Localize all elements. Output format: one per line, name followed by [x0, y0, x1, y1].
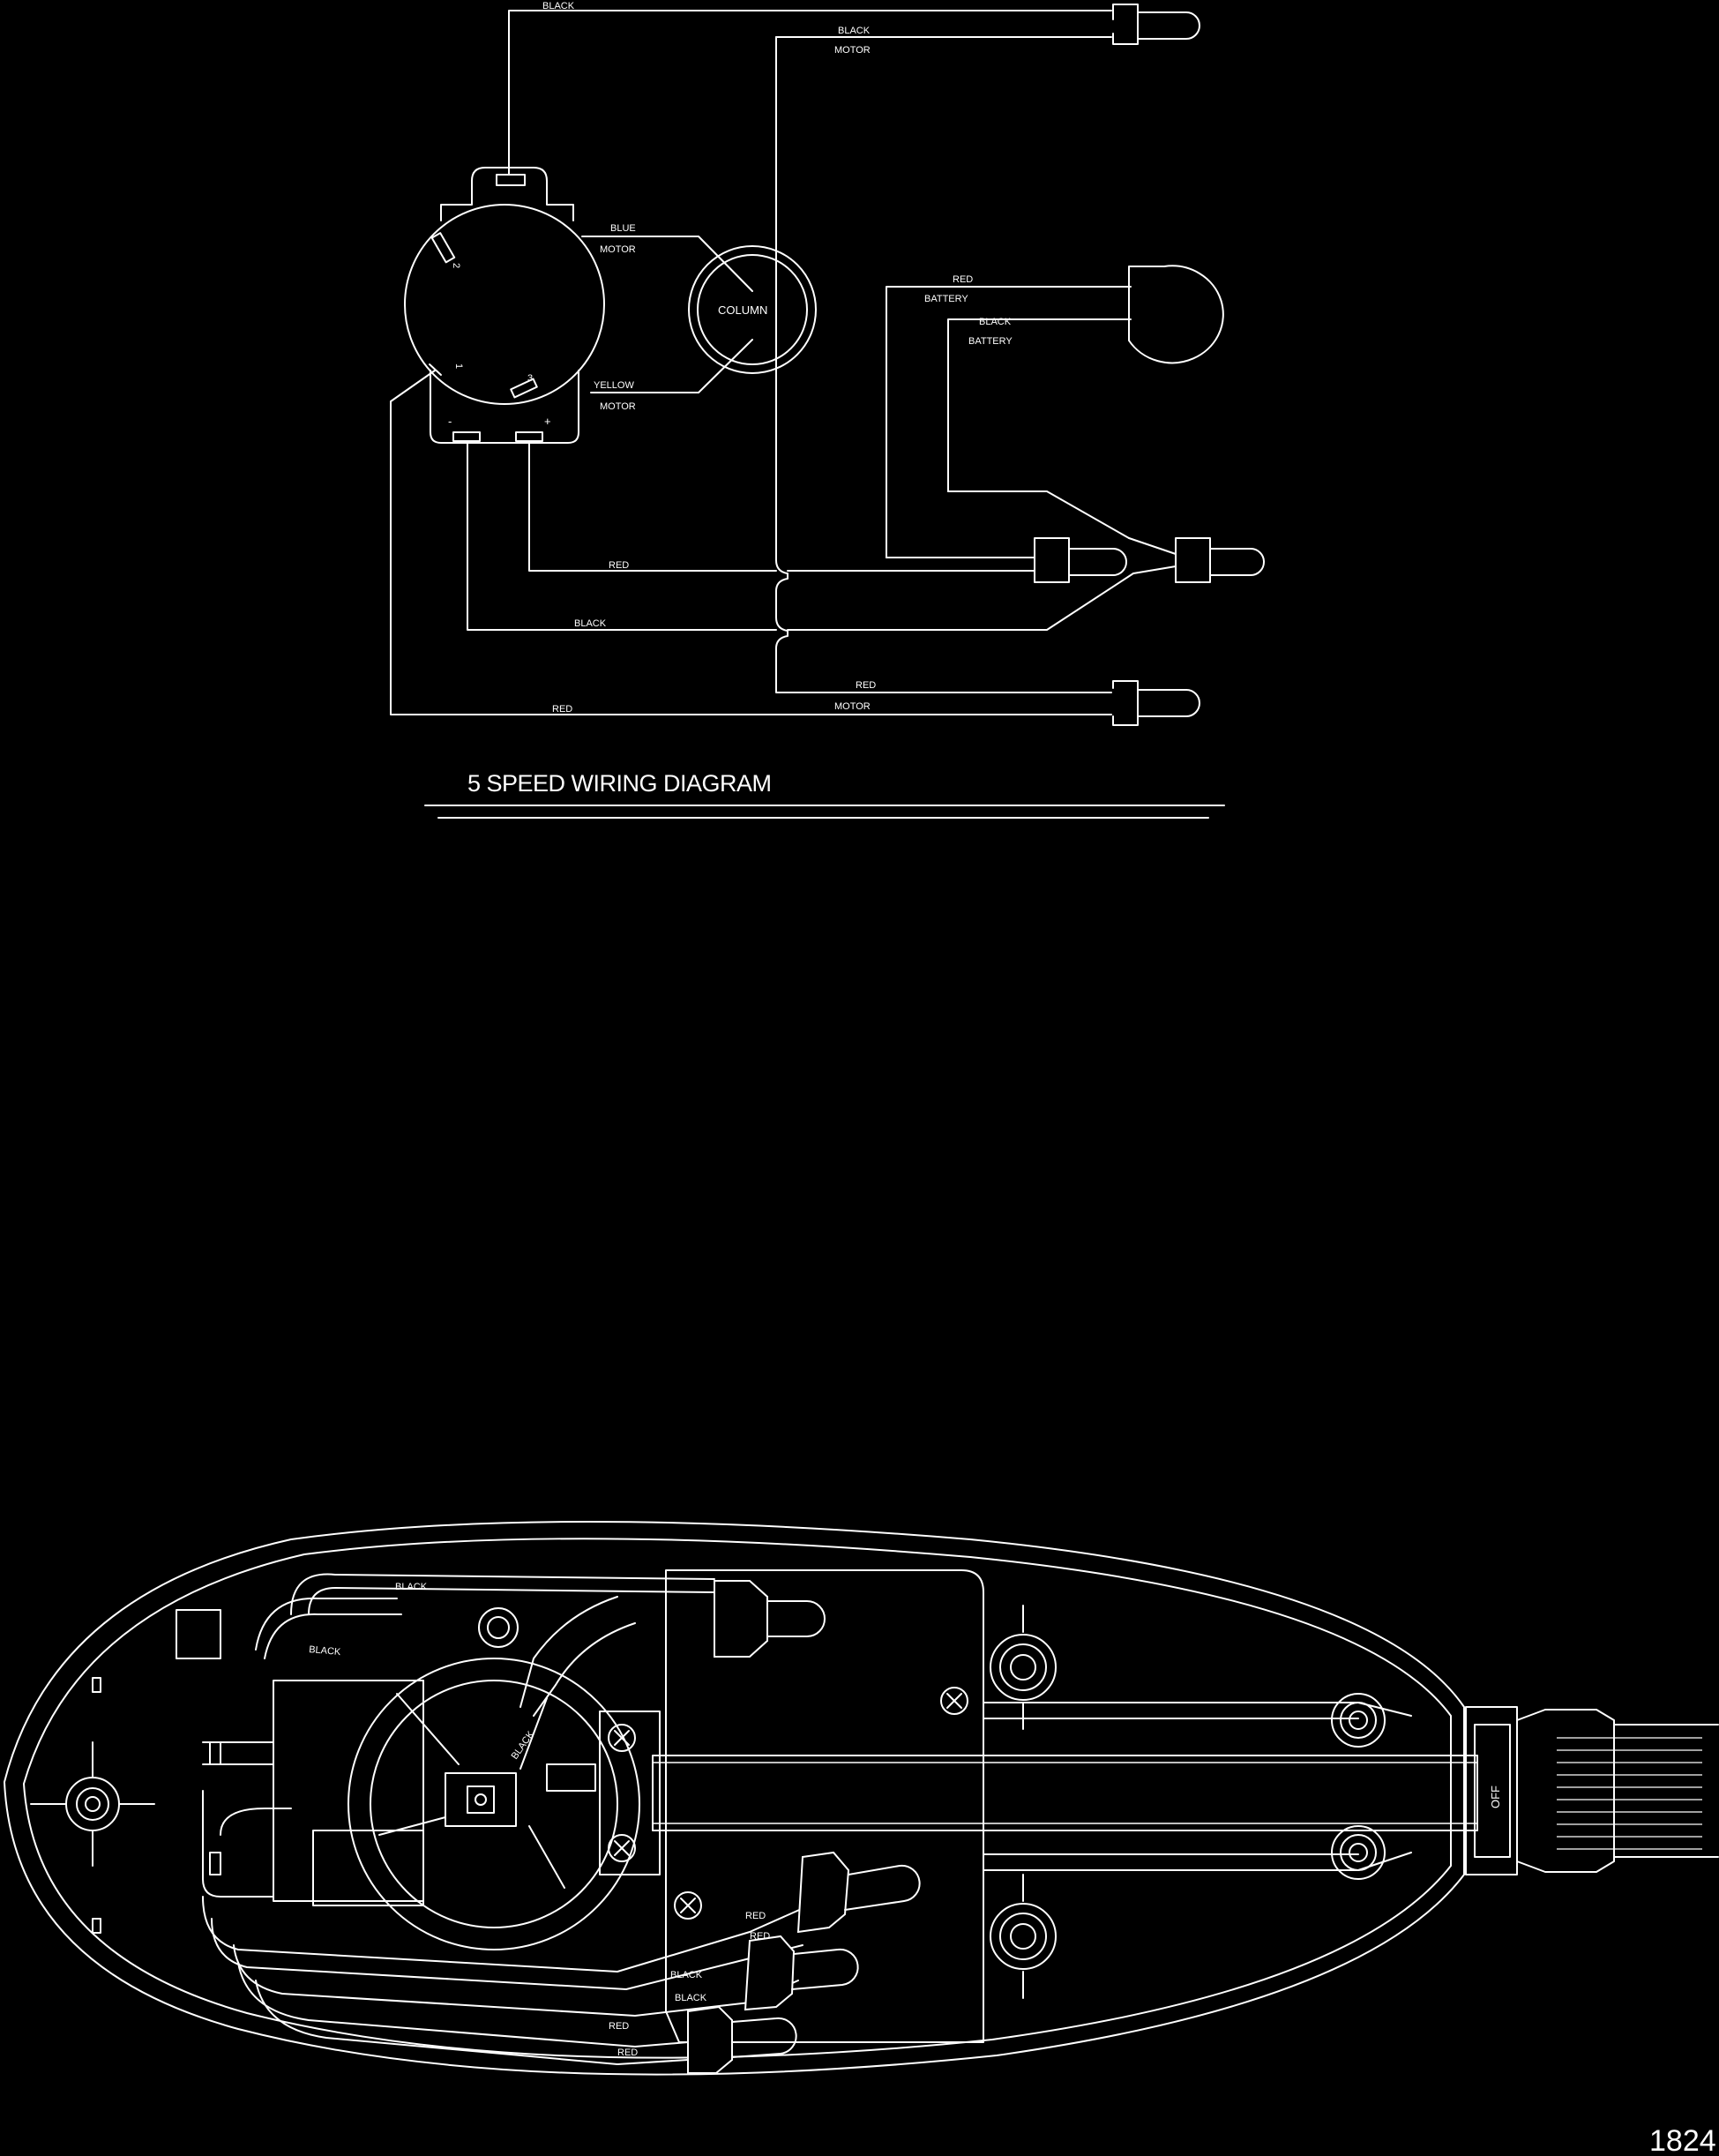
boss-top-end — [1331, 1693, 1386, 1748]
wire-red-bottom — [390, 370, 1112, 715]
label-yellow-motor-1: YELLOW — [594, 380, 634, 391]
diagram-title: 5 SPEED WIRING DIAGRAM — [467, 770, 772, 797]
wire-black-to-plug — [947, 490, 1130, 539]
wire-black-mid-left — [467, 442, 777, 631]
asm-label-red-3: RED — [609, 2021, 629, 2032]
wire-red-battery — [886, 286, 1132, 558]
bundle-mid — [220, 1808, 292, 1836]
asm-label-red-4: RED — [617, 2047, 638, 2058]
figure-number: 1824 — [1649, 2124, 1716, 2156]
switch-minus-label: - — [448, 415, 452, 428]
switch-terminal-minus — [452, 431, 481, 442]
relay-block — [273, 1680, 424, 1902]
bundle-top-black — [290, 1573, 715, 1615]
wire-black-motor — [775, 36, 1112, 693]
plug-housing-red-1 — [796, 1851, 921, 1934]
wire-black-battery — [947, 318, 1132, 492]
switch-terminal-plus — [515, 431, 543, 442]
label-red-mid: RED — [609, 560, 629, 571]
shaft-clamp — [599, 1711, 661, 1875]
label-top-black: BLACK — [542, 1, 575, 11]
label-black-battery-2: BATTERY — [968, 336, 1013, 347]
asm-label-red-2: RED — [750, 1931, 770, 1942]
plug-housing-black-1 — [744, 1935, 859, 2011]
asm-label-black-4: BLACK — [670, 1970, 703, 1980]
column-label: COLUMN — [718, 303, 767, 317]
boss-bottom-right — [990, 1874, 1057, 1999]
plug-red-motor-bottom — [1112, 680, 1200, 726]
switch-terminal-3-label: 3 — [527, 373, 533, 384]
label-black-battery-1: BLACK — [979, 317, 1012, 327]
wire-black-mid-right — [787, 573, 1134, 631]
rail-upper — [983, 1702, 1412, 1717]
asm-label-black-3: BLACK — [510, 1729, 537, 1762]
column-component: COLUMN — [688, 245, 817, 374]
label-black-motor-2: MOTOR — [834, 45, 871, 56]
switch-plus-label: + — [544, 415, 551, 428]
asm-label-black-2: BLACK — [309, 1644, 342, 1658]
tiller-collar: OFF — [1465, 1706, 1719, 1875]
label-blue-motor-2: MOTOR — [600, 244, 636, 255]
boss-bottom-end — [1331, 1825, 1386, 1880]
asm-label-black-5: BLACK — [675, 1993, 707, 2003]
housing-inner — [23, 1538, 1452, 2059]
label-black-mid: BLACK — [574, 618, 607, 629]
wire-top-black — [508, 10, 1112, 176]
plug-housing-black-2 — [687, 2005, 797, 2074]
wire-yellow-motor — [590, 339, 753, 393]
boss-top-right — [990, 1605, 1057, 1730]
plug-battery-right — [1128, 537, 1265, 583]
switch-terminal-2-label: 2 — [451, 263, 461, 268]
label-red-motor-2: MOTOR — [834, 701, 871, 712]
switch-terminal-1-label: 1 — [453, 363, 464, 369]
label-yellow-motor-2: MOTOR — [600, 401, 636, 412]
housing-outer — [4, 1521, 1465, 2076]
wire-blue-motor — [581, 236, 753, 292]
motor-head-assembly: OFF — [4, 1521, 1719, 2076]
asm-label-black-1: BLACK — [395, 1582, 428, 1592]
battery-symbol — [1128, 265, 1224, 364]
speed-switch: 2 1 3 - + — [404, 167, 605, 444]
boss-nose — [30, 1741, 155, 1867]
main-shaft — [652, 1755, 1478, 1831]
switch-assembly — [348, 1607, 640, 1950]
label-red-motor-1: RED — [856, 680, 876, 691]
control-board — [665, 1569, 984, 2043]
schematic: 2 1 3 - + COLUMN — [390, 1, 1265, 819]
label-red-battery-2: BATTERY — [924, 294, 968, 304]
plug-housing-top — [714, 1580, 826, 1658]
screw-lower — [674, 1891, 702, 1920]
label-red-bottom: RED — [552, 704, 572, 715]
label-red-battery-1: RED — [953, 274, 973, 285]
plug-battery-left — [1034, 537, 1127, 583]
bundle-red — [202, 1896, 830, 1973]
asm-label-red-1: RED — [745, 1911, 766, 1921]
off-label: OFF — [1489, 1785, 1502, 1808]
plug-black-top — [1112, 4, 1200, 45]
label-blue-motor-1: BLUE — [610, 223, 636, 234]
label-black-motor-1: BLACK — [838, 26, 871, 36]
wire-red-mid-left — [528, 442, 777, 572]
screw-upper — [940, 1687, 968, 1715]
